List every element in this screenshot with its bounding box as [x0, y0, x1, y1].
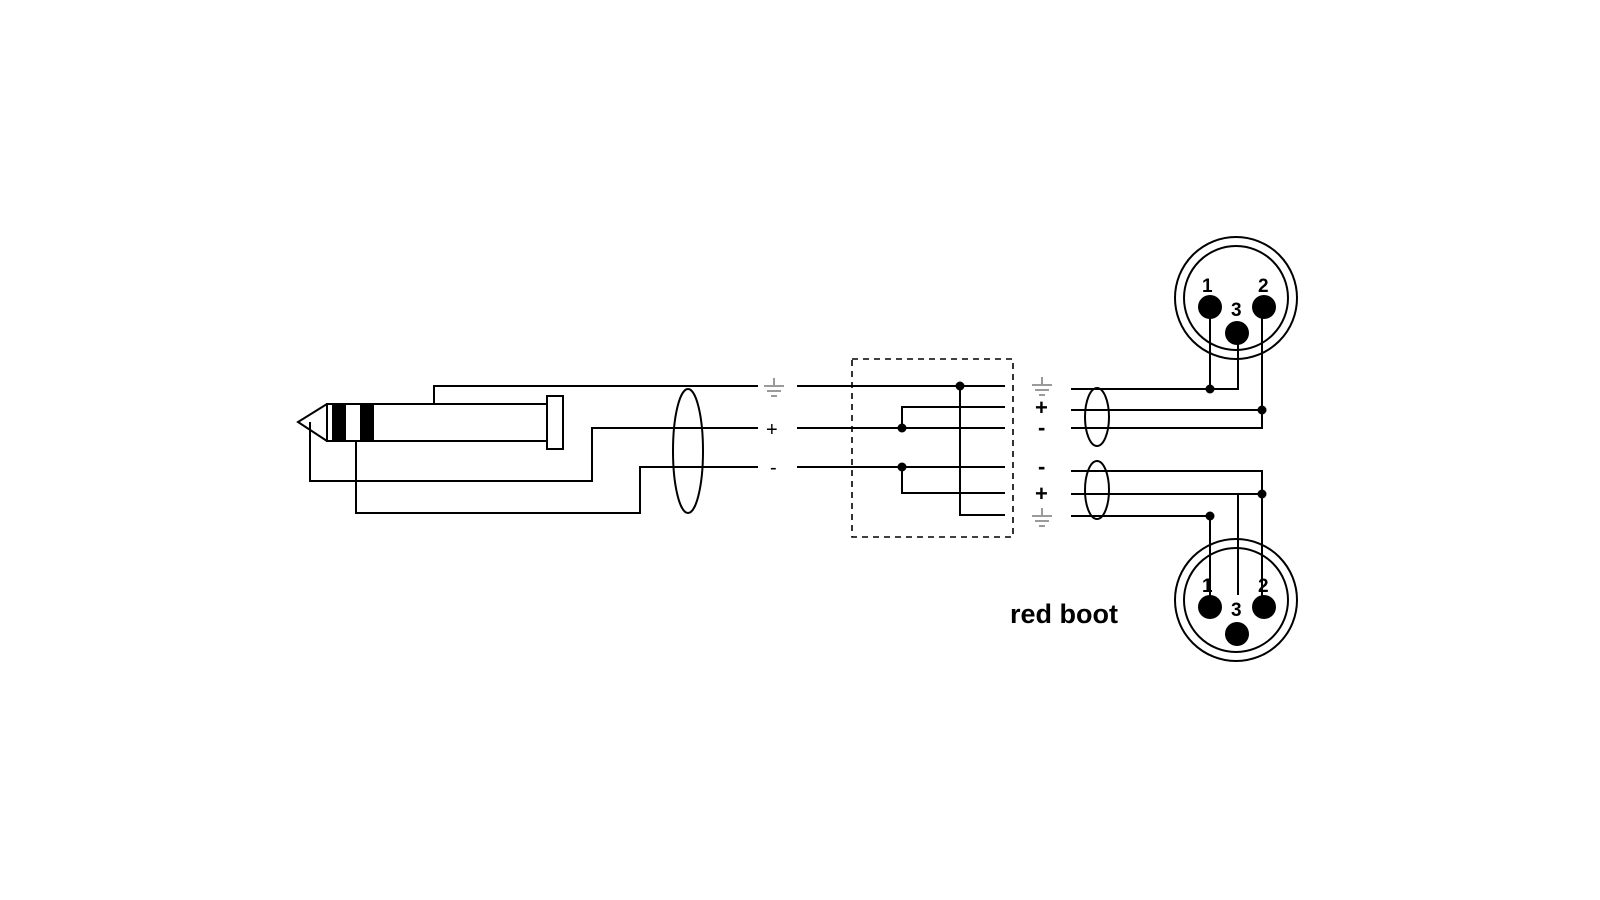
right-signs: + - - +: [1032, 377, 1052, 527]
xlr-bottom-inner-ring: [1183, 547, 1289, 653]
jack-wires: [309, 385, 758, 514]
left-plus-label: +: [766, 419, 778, 441]
box-ground-bus: [959, 386, 1005, 516]
ground-icon-right-bottom: [1032, 508, 1052, 527]
right-lower-plus-label: +: [1035, 481, 1048, 506]
xlr-top-inner-ring: [1183, 245, 1289, 351]
xlr-top-pin2-label: 2: [1258, 276, 1269, 297]
lower-wire-ground: [1071, 515, 1211, 600]
xlr-top-pin1: [1198, 295, 1222, 319]
xlr-top-pin2: [1252, 295, 1276, 319]
red-boot-label: red boot: [1010, 599, 1118, 629]
right-upper-minus-label: -: [1038, 415, 1045, 440]
jack-tip-outline: [296, 403, 328, 442]
junction-bottom-ground: [1205, 511, 1215, 521]
wire-ring: [309, 422, 758, 482]
lower-wire-minus: [1071, 470, 1263, 494]
xlr-bottom-pin3-label: 3: [1231, 600, 1242, 621]
box-plus-bus: [901, 406, 1005, 429]
junction-plus: [897, 423, 907, 433]
junction-bottom-signal: [1257, 489, 1267, 499]
lower-wire-plus: [1071, 493, 1263, 600]
xlr-top-outer-ring: [1174, 236, 1298, 360]
xlr-bottom-inner-wires: [1209, 548, 1263, 600]
ground-icon-left: [764, 378, 784, 397]
xlr-bottom-pin1-label: 1: [1202, 576, 1213, 597]
right-lower-minus-label: -: [1038, 454, 1045, 479]
jack-ring-band-2: [360, 404, 374, 441]
splitter-box: [797, 358, 1014, 538]
wire-tip: [355, 441, 758, 514]
upper-wire-minus: [1071, 410, 1263, 429]
splitter-box-outline: [851, 358, 1014, 538]
ground-icon-right-top: [1032, 377, 1052, 396]
jack-ring-band-1: [332, 404, 346, 441]
xlr-connector-bottom: 1 2 3: [1174, 538, 1298, 662]
xlr-bottom-pin1: [1198, 595, 1222, 619]
cable-shield-ellipse-left: [672, 388, 704, 514]
left-signs: + -: [764, 378, 784, 479]
right-upper-plus-label: +: [1035, 395, 1048, 420]
junction-ground: [955, 381, 965, 391]
cable-shield-ellipse-upper: [1084, 387, 1110, 447]
upper-wire-ground: [1071, 300, 1211, 390]
xlr-bottom-pin2-label: 2: [1258, 576, 1269, 597]
xlr-connector-top: 1 2 3: [1174, 236, 1298, 410]
xlr-top-pin3: [1225, 321, 1249, 345]
xlr-top-pin1-label: 1: [1202, 276, 1213, 297]
xlr-bottom-pin2: [1252, 595, 1276, 619]
box-minus-bus: [901, 466, 1005, 494]
trs-jack-plug: [296, 395, 564, 450]
junction-minus: [897, 462, 907, 472]
xlr-top-pin3-label: 3: [1231, 300, 1242, 321]
left-minus-label: -: [770, 457, 777, 479]
xlr-bottom-outer-ring: [1174, 538, 1298, 662]
xlr-bottom-pin3: [1225, 622, 1249, 646]
jack-collar: [546, 395, 564, 450]
wire-sleeve: [433, 385, 758, 404]
cable-shield-ellipse-lower: [1084, 460, 1110, 520]
